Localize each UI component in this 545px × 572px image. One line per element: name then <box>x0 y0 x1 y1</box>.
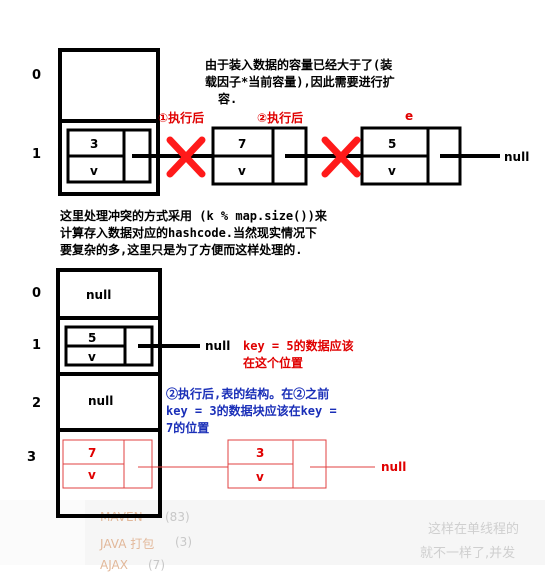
bottom-row1-node-val: v <box>88 350 96 364</box>
middle-note-line-1: 这里处理冲突的方式采用 (k % map.size())来 <box>60 209 327 223</box>
top-mid-node-key: 7 <box>238 137 247 151</box>
bottom-row3-next-node <box>227 439 327 489</box>
top-null-label: null <box>504 150 530 164</box>
top-mid-node-val: v <box>238 164 246 178</box>
bottom-row2-note-line-2: key = 3的数据块应该在key = <box>166 404 337 418</box>
background-list-count-maven: (83) <box>165 510 190 524</box>
top-table <box>58 48 160 196</box>
top-head-node-val: v <box>90 164 98 178</box>
bottom-row2-null: null <box>88 394 114 408</box>
bottom-row3-node-val: v <box>88 468 96 482</box>
bottom-row-index-1: 1 <box>32 338 42 353</box>
top-end-node-key: 5 <box>388 137 397 151</box>
label-e: e <box>405 109 414 123</box>
bottom-table <box>56 268 162 518</box>
top-row-index-0: 0 <box>32 68 42 83</box>
background-list-count-java: (3) <box>175 535 192 549</box>
bottom-row3-node-key: 7 <box>88 446 97 460</box>
bottom-row3-node <box>62 439 153 489</box>
bottom-row-index-3: 3 <box>27 450 37 465</box>
top-note-line-3: 容. <box>218 92 238 106</box>
bottom-row0-null: null <box>86 288 112 302</box>
cross-icon-1 <box>166 136 206 178</box>
label-after-step-2: ②执行后 <box>257 111 304 125</box>
bottom-row3-next-node-val: v <box>256 470 264 484</box>
bottom-row3-null: null <box>381 460 407 474</box>
bottom-row-index-0: 0 <box>32 286 42 301</box>
bottom-row-index-2: 2 <box>32 396 42 411</box>
background-left-panel <box>0 500 85 565</box>
background-side-text-2: 就不一样了,并发 <box>420 546 516 561</box>
bottom-row1-note-line-2: 在这个位置 <box>243 356 304 370</box>
bottom-row1-null: null <box>205 339 231 353</box>
bottom-table-outer <box>56 268 162 518</box>
label-after-step-1: ①执行后 <box>158 111 205 125</box>
middle-note-line-3: 要复杂的多,这里只是为了方便而这样处理的. <box>60 243 303 257</box>
top-head-node-key: 3 <box>90 137 99 151</box>
top-end-node-val: v <box>388 164 396 178</box>
middle-note-line-2: 计算存入数据对应的hashcode.当然现实情况下 <box>60 226 318 240</box>
bottom-row2-note-line-1: ②执行后,表的结构。在②之前 <box>166 387 330 401</box>
bottom-row2-note-line-3: 7的位置 <box>166 421 210 435</box>
background-side-text-1: 这样在单线程的 <box>428 522 520 537</box>
top-note-line-1: 由于装入数据的容量已经大于了(装 <box>205 58 393 72</box>
top-head-node <box>66 128 152 184</box>
bottom-row1-node-key: 5 <box>88 331 97 345</box>
top-note-line-2: 载因子*当前容量),因此需要进行扩 <box>205 75 395 89</box>
bottom-row3-next-node-key: 3 <box>256 446 265 460</box>
cross-icon-2 <box>321 136 361 178</box>
bottom-row1-note-line-1: key = 5的数据应该 <box>243 339 354 353</box>
background-list-item-java: JAVA 打包 <box>100 537 155 551</box>
top-row-index-1: 1 <box>32 147 42 162</box>
